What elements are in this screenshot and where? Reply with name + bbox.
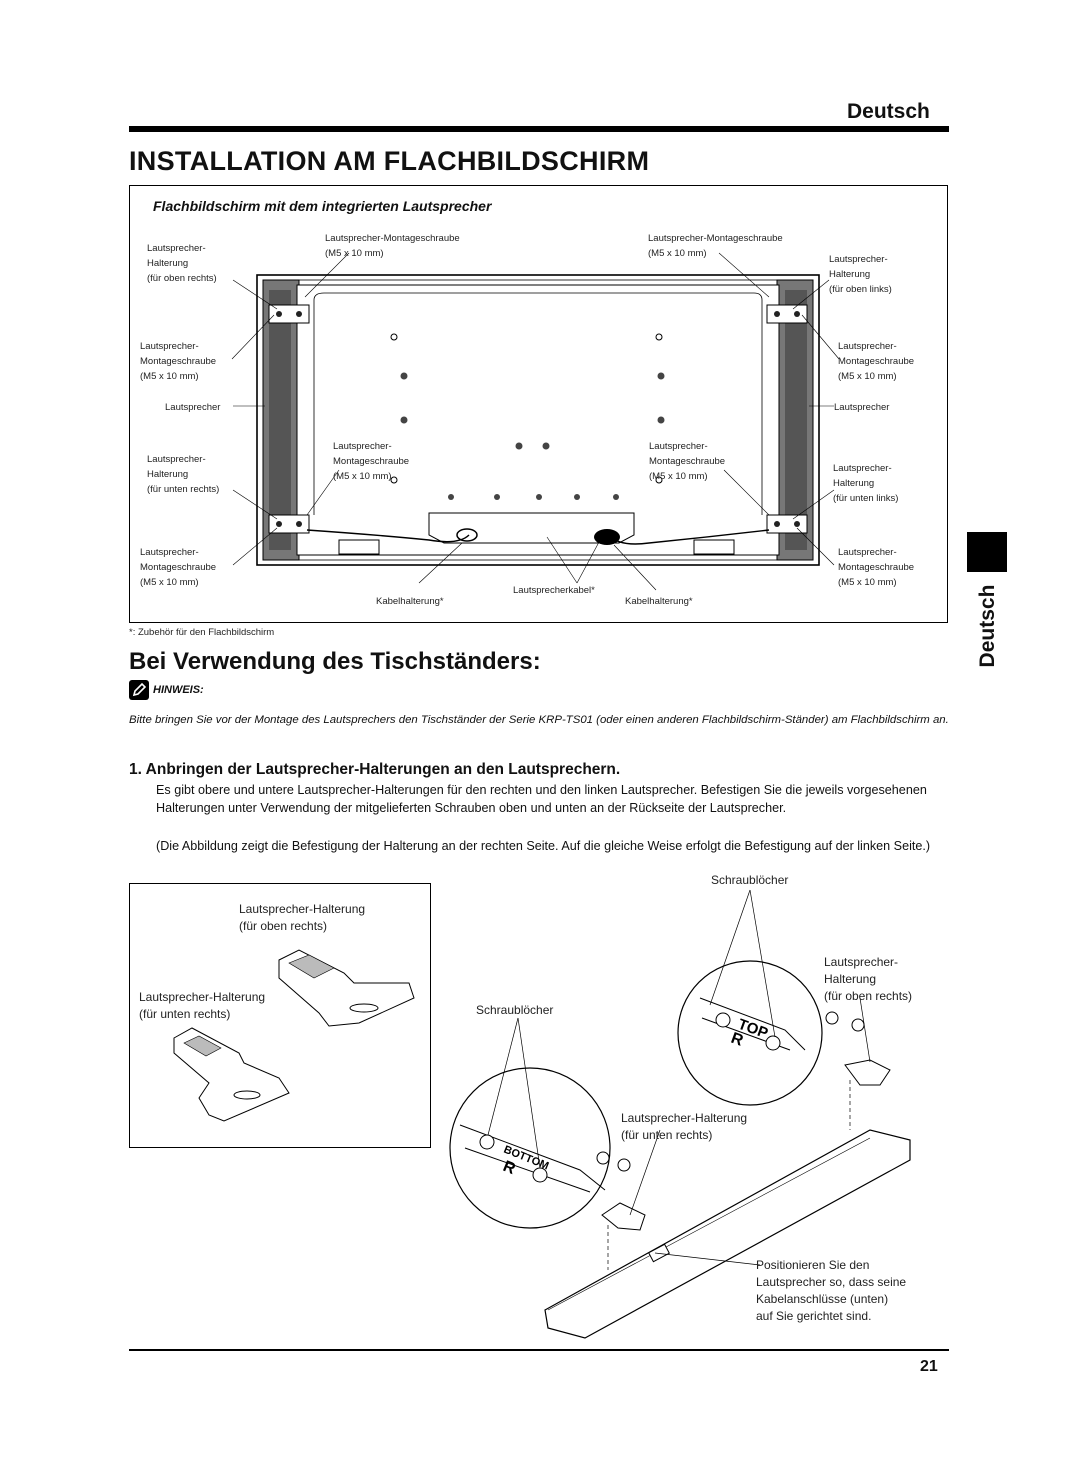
- figure-1-caption: Flachbildschirm mit dem integrierten Lau…: [153, 198, 492, 214]
- zoom-circle-bottom: [449, 1067, 611, 1229]
- label-right-bracket-top: Lautsprecher-Halterung(für oben links): [829, 254, 892, 295]
- label-left-speaker: Lautsprecher: [165, 402, 221, 413]
- note-pencil-icon: [129, 680, 149, 700]
- label-mid-left-screw: Lautsprecher-Montageschraube(M5 x 10 mm): [333, 441, 410, 482]
- label-bracket-top-right: Lautsprecher-Halterung(für oben rechts): [239, 902, 366, 933]
- step-1-title: 1. Anbringen der Lautsprecher-Halterunge…: [129, 761, 621, 778]
- label-left-bracket-bottom: Lautsprecher-Halterung(für unten rechts): [147, 454, 220, 495]
- label-left-bottom-screw: Lautsprecher-Montageschraube(M5 x 10 mm): [140, 547, 217, 588]
- brackets-illustration: [173, 949, 415, 1122]
- label-speaker-bracket-bottom: Lautsprecher-Halterung(für unten rechts): [621, 1111, 748, 1142]
- speaker-bar: [544, 1129, 911, 1339]
- section-title-table-stand: Bei Verwendung des Tischständers:: [129, 648, 541, 675]
- label-top-center-right: Lautsprecher-Montageschraube(M5 x 10 mm): [648, 233, 783, 259]
- language-tab-marker: [967, 532, 1007, 572]
- step-1-paragraph-1: Es gibt obere und untere Lautsprecher-Ha…: [156, 783, 927, 815]
- label-right-bottom-screw: Lautsprecher-Montageschraube(M5 x 10 mm): [838, 547, 915, 588]
- language-tab-label: Deutsch: [976, 584, 999, 668]
- zoom-circle-top: [677, 960, 823, 1106]
- label-speaker-cable: Lautsprecherkabel*: [513, 585, 595, 596]
- flat-panel-rear-diagram: [231, 252, 840, 591]
- speaker-assembly-illustration: TOP R BOTTOM R: [449, 889, 911, 1339]
- label-right-speaker: Lautsprecher: [834, 402, 890, 413]
- label-screw-holes-middle: Schraublöcher: [476, 1003, 554, 1017]
- label-top-center-left: Lautsprecher-Montageschraube(M5 x 10 mm): [325, 233, 460, 259]
- label-speaker-bracket-top: Lautsprecher-Halterung(für oben rechts): [824, 955, 913, 1003]
- label-bracket-bottom-right: Lautsprecher-Halterung(für unten rechts): [139, 990, 266, 1021]
- label-right-bracket-bottom: Lautsprecher-Halterung(für unten links): [833, 463, 899, 504]
- label-left-bracket-top: Lautsprecher-Halterung(für oben rechts): [147, 243, 217, 284]
- footer-rule: [129, 1349, 949, 1351]
- page-title: INSTALLATION AM FLACHBILDSCHIRM: [129, 146, 650, 176]
- figure-1-footnote: *: Zubehör für den Flachbildschirm: [129, 627, 275, 638]
- note-text: Bitte bringen Sie vor der Montage des La…: [129, 714, 949, 726]
- header-language: Deutsch: [847, 100, 930, 123]
- figure-1-frame: [129, 185, 948, 623]
- label-left-screw: Lautsprecher-Montageschraube(M5 x 10 mm): [140, 341, 217, 382]
- label-right-screw: Lautsprecher-Montageschraube(M5 x 10 mm): [838, 341, 915, 382]
- figure-2-brackets-frame: [129, 883, 431, 1148]
- label-cable-holder-right: Kabelhalterung*: [625, 596, 693, 607]
- label-mid-right-screw: Lautsprecher-Montageschraube(M5 x 10 mm): [649, 441, 726, 482]
- header-rule: [129, 126, 949, 132]
- label-screw-holes-top: Schraublöcher: [711, 873, 789, 887]
- label-cable-holder-left: Kabelhalterung*: [376, 596, 444, 607]
- note-label: HINWEIS:: [153, 684, 204, 696]
- step-1-paragraph-2: (Die Abbildung zeigt die Befestigung der…: [156, 839, 931, 853]
- page-number: 21: [920, 1358, 938, 1375]
